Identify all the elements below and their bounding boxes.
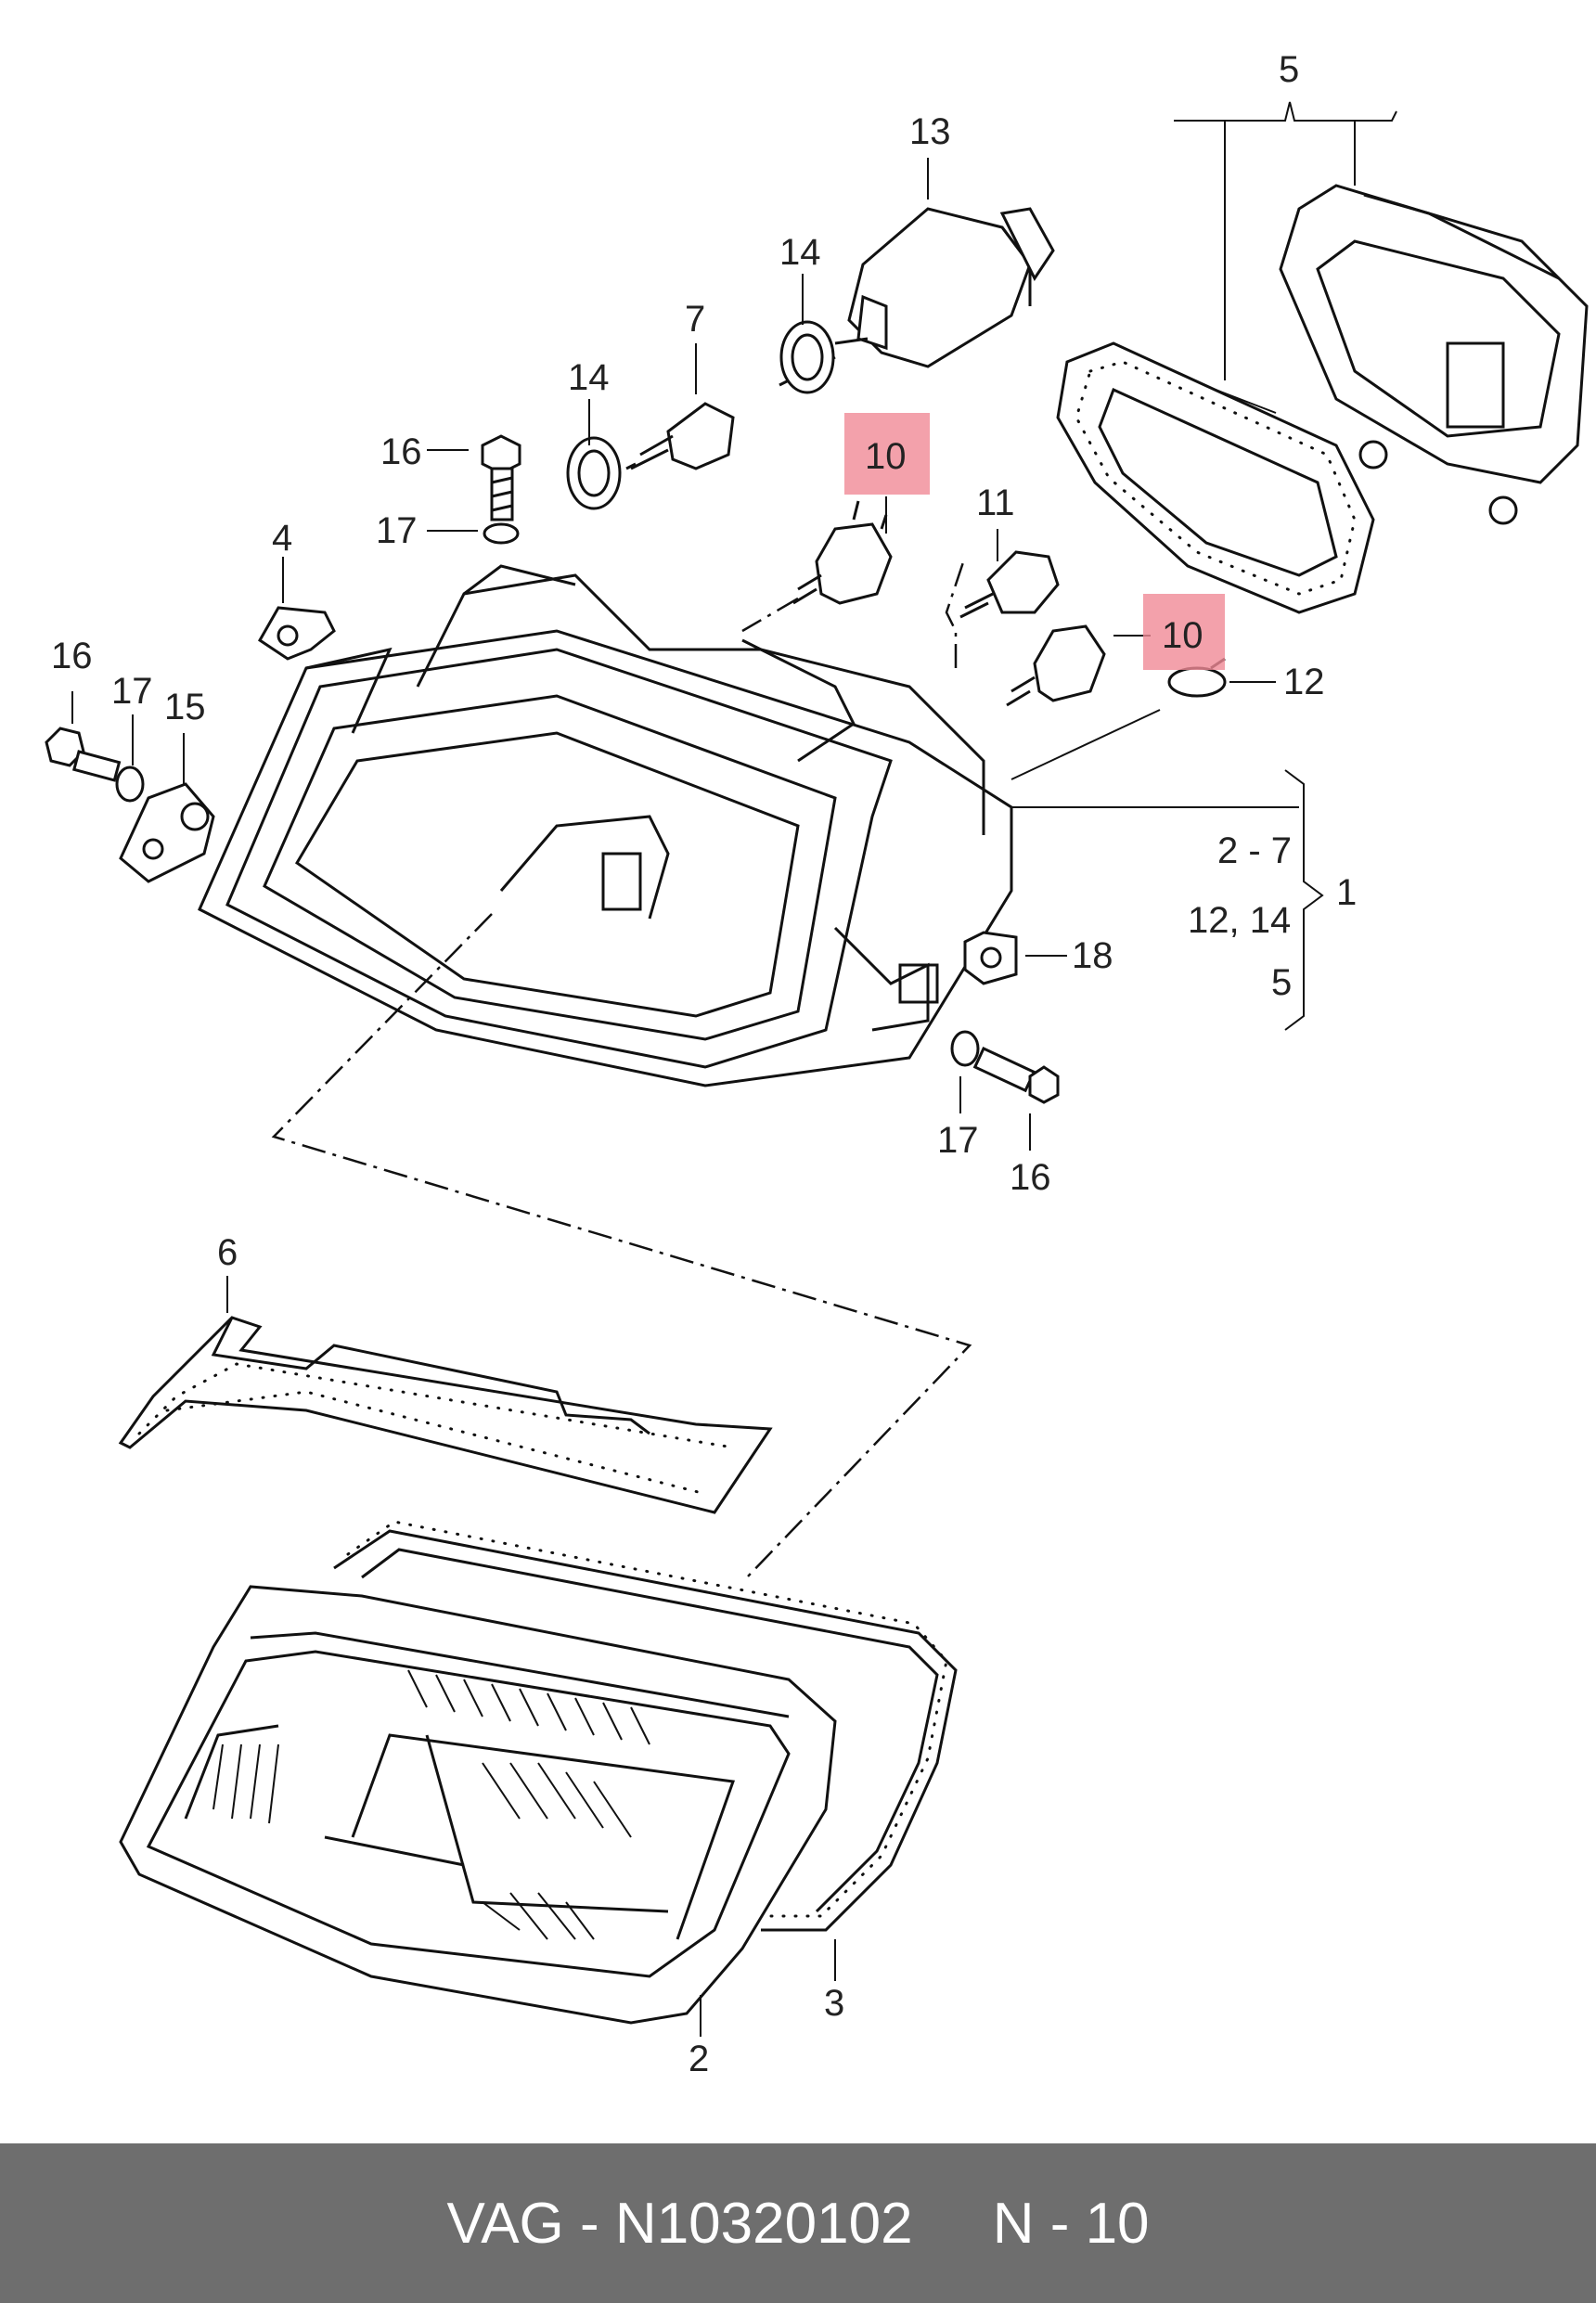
callout-10-right: 10 [1162,615,1203,656]
callout-5: 5 [1279,49,1299,90]
group-label-2-7: 2 - 7 [1217,830,1292,871]
washer-17-left [115,766,145,803]
callout-14-upper: 14 [779,232,821,273]
callout-2: 2 [689,2039,709,2079]
gasket-6 [118,1316,773,1514]
washer-17-right [950,1030,980,1067]
cover-part-5 [1279,184,1589,525]
bulb-10-left [792,500,893,605]
callout-12: 12 [1283,662,1325,702]
callout-17-right: 17 [937,1120,979,1161]
callout-3: 3 [824,1983,844,2024]
footer-brand: VAG [446,2191,564,2256]
footer-caption: VAG - N10320102 N - 10 [446,2191,1149,2257]
callout-1: 1 [1336,872,1357,913]
bulb-10-right [1006,624,1106,707]
footer-bar: VAG - N10320102 N - 10 [0,2143,1596,2303]
group-bracket-1 [1284,769,1324,1031]
control-module-13 [779,207,1055,387]
leader-5 [1174,101,1397,122]
callout-16-left: 16 [51,636,93,676]
gasket-ring [1056,341,1375,614]
footer-page-ref: N - 10 [992,2191,1150,2256]
clip-4 [258,606,336,661]
seal-3 [333,1520,958,1932]
headlight-housing [198,564,1013,1087]
assembly-line-lens [271,913,972,1578]
group-label-5: 5 [1271,962,1292,1003]
bracket-15 [119,782,215,883]
callout-17-upper: 17 [376,510,418,551]
assembly-line-bulb-left [741,597,799,633]
bolt-16-upper [481,434,521,521]
lens-2 [119,1585,837,2025]
headlight-exploded-diagram: 13 5 14 7 14 16 17 10 11 10 12 4 16 17 1… [45,49,1589,2079]
callout-14-mid: 14 [568,357,610,398]
highlight-10-right [1143,594,1225,670]
callout-10-left: 10 [865,436,907,477]
callout-4: 4 [272,518,292,559]
ring-14-mid [566,436,622,510]
callout-16-upper: 16 [380,431,422,472]
group-label-12-14: 12, 14 [1188,900,1291,941]
highlight-10-left [844,413,930,495]
washer-17-upper [483,522,520,545]
bulb-11 [959,550,1060,619]
bulb-7 [625,402,735,470]
clip-18 [963,931,1018,985]
footer-part-number: N10320102 [614,2191,913,2256]
callout-7: 7 [685,299,705,340]
footer-separator: - [580,2191,599,2256]
callout-6: 6 [217,1232,238,1273]
callout-18: 18 [1072,935,1113,976]
ring-14-upper [779,320,835,394]
callout-15: 15 [164,687,206,727]
callout-17-left: 17 [111,671,153,712]
bolt-16-right [972,1047,1060,1104]
callout-13: 13 [909,111,951,152]
assembly-line-bulb-right [945,556,967,668]
callout-16-right: 16 [1010,1157,1051,1198]
bolt-16-left [45,727,122,782]
callout-11: 11 [976,482,1015,523]
